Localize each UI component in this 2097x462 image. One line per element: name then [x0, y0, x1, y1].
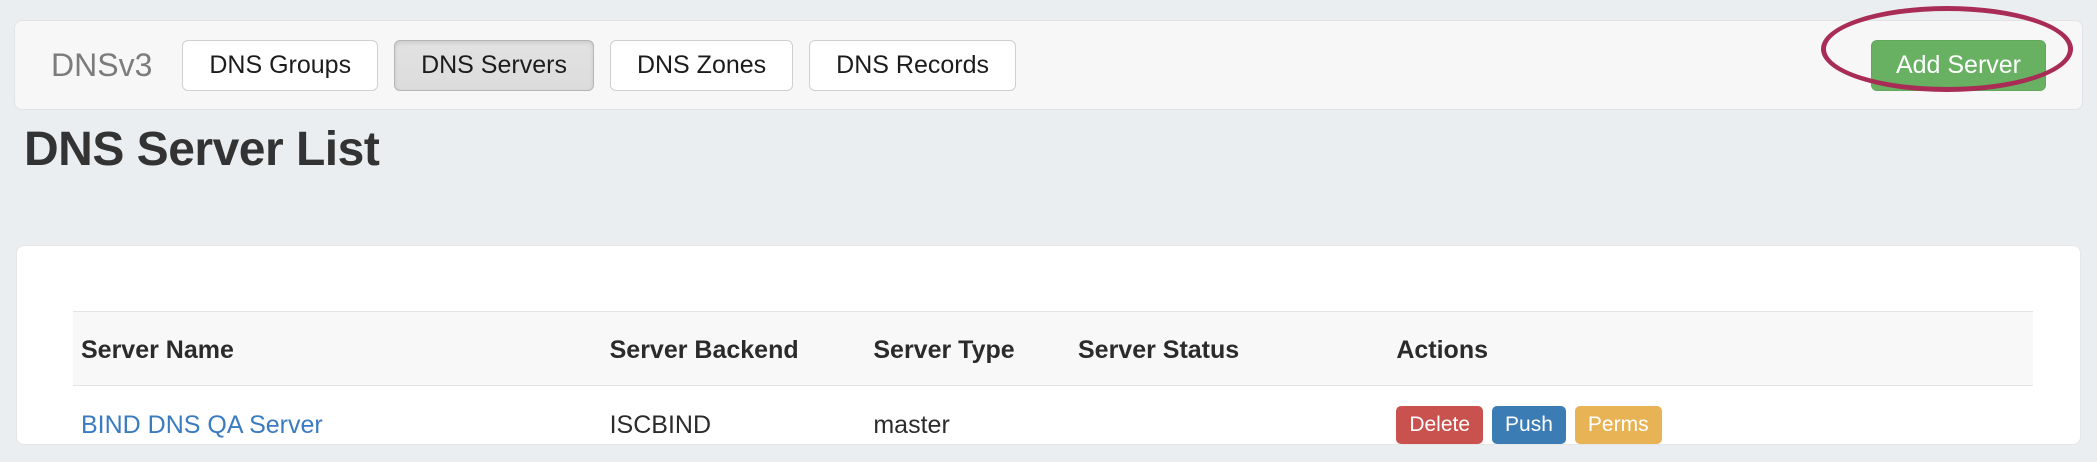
server-name-link[interactable]: BIND DNS QA Server — [81, 411, 323, 439]
page-title: DNS Server List — [24, 122, 379, 177]
tab-dns-groups[interactable]: DNS Groups — [182, 40, 378, 91]
brand-logo[interactable]: DNSv3 — [51, 47, 152, 84]
tab-dns-records[interactable]: DNS Records — [809, 40, 1016, 91]
delete-button[interactable]: Delete — [1396, 406, 1483, 444]
dns-server-table: Server Name Server Backend Server Type S… — [73, 311, 2033, 462]
server-list-card: Server Name Server Backend Server Type S… — [16, 245, 2081, 445]
table-header-row: Server Name Server Backend Server Type S… — [73, 312, 2033, 386]
perms-button[interactable]: Perms — [1575, 406, 1662, 444]
tab-dns-servers[interactable]: DNS Servers — [394, 40, 594, 91]
column-header-actions: Actions — [1396, 312, 2033, 386]
push-button[interactable]: Push — [1492, 406, 1566, 444]
add-server-button[interactable]: Add Server — [1871, 40, 2046, 91]
table-head: Server Name Server Backend Server Type S… — [73, 312, 2033, 386]
column-header-server-status[interactable]: Server Status — [1078, 312, 1396, 386]
nav-tabs: DNS Groups DNS Servers DNS Zones DNS Rec… — [182, 40, 1016, 91]
row-action-buttons: Delete Push Perms — [1396, 406, 2033, 444]
tab-dns-zones[interactable]: DNS Zones — [610, 40, 793, 91]
top-navbar: DNSv3 DNS Groups DNS Servers DNS Zones D… — [14, 20, 2083, 110]
column-header-server-backend[interactable]: Server Backend — [610, 312, 874, 386]
column-header-server-type[interactable]: Server Type — [873, 312, 1078, 386]
column-header-server-name[interactable]: Server Name — [73, 312, 610, 386]
navbar-right-actions: Add Server — [1871, 40, 2064, 91]
